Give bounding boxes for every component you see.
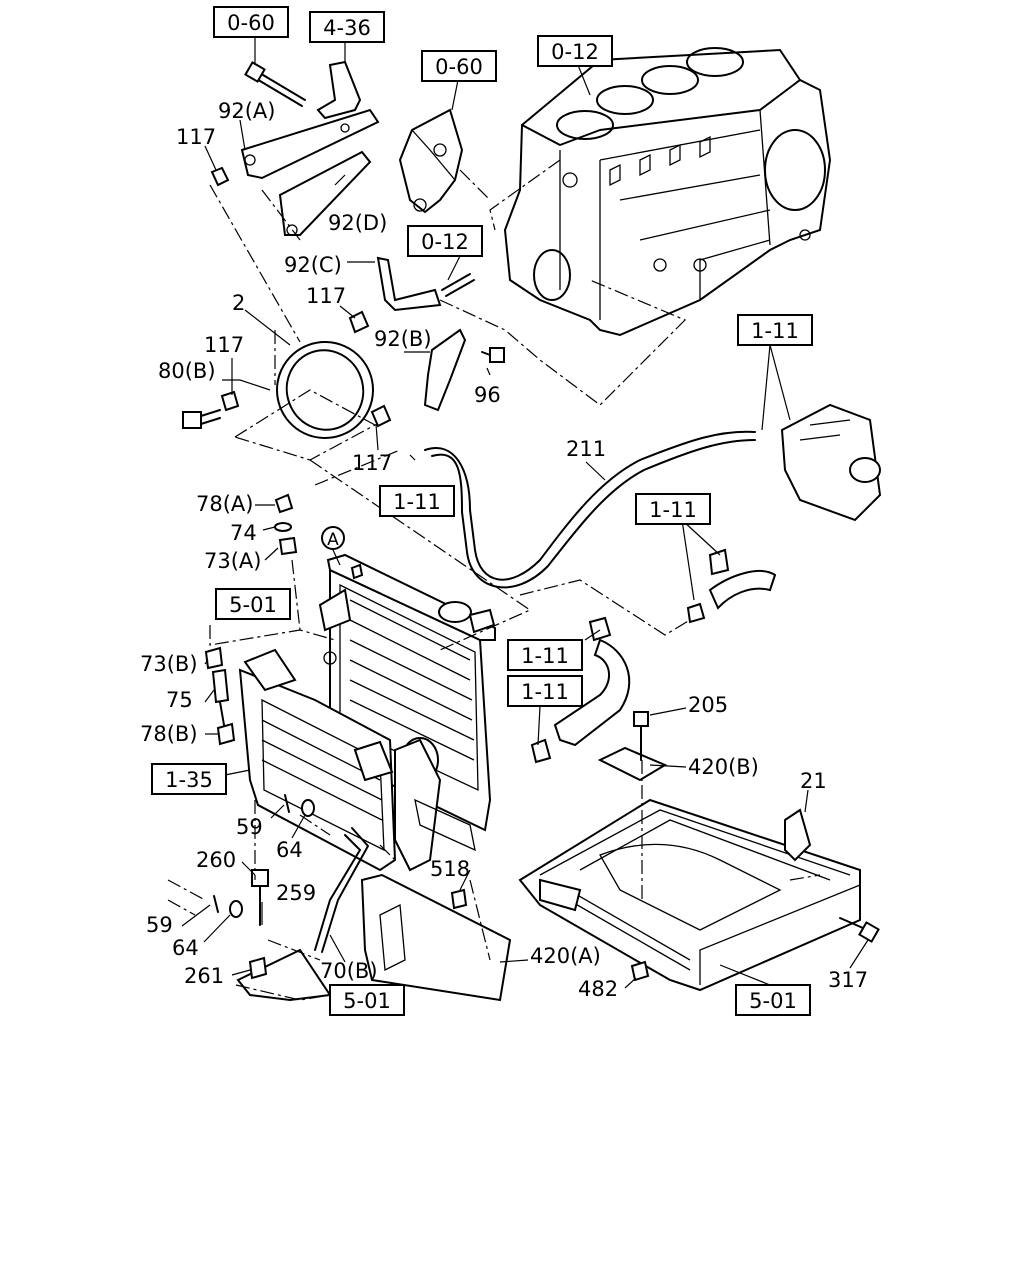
ref-box-1-11-right: 1-11 bbox=[737, 314, 813, 346]
ref-box-5-01-bottom-right: 5-01 bbox=[735, 984, 811, 1016]
ref-box-5-01-bottom-left: 5-01 bbox=[329, 984, 405, 1016]
chassis-frame bbox=[518, 798, 861, 992]
svg-text:5-01: 5-01 bbox=[749, 989, 797, 1013]
reserve-tank bbox=[780, 403, 882, 522]
label-92d: 92(D) bbox=[328, 211, 387, 235]
lower-mount-bracket bbox=[236, 948, 332, 1002]
bracket-92b bbox=[423, 328, 467, 412]
svg-text:1-35: 1-35 bbox=[165, 768, 213, 792]
ref-box-4-36: 4-36 bbox=[309, 11, 385, 43]
label-59b: 59 bbox=[146, 913, 173, 937]
label-420b: 420(B) bbox=[688, 755, 759, 779]
ref-box-0-60-mid: 0-60 bbox=[421, 50, 497, 82]
rubber-grommets bbox=[210, 166, 392, 428]
label-317: 317 bbox=[828, 968, 868, 992]
svg-text:1-11: 1-11 bbox=[751, 319, 799, 343]
plate-420a bbox=[360, 873, 512, 1002]
label-64b: 64 bbox=[172, 936, 199, 960]
label-70b: 70(B) bbox=[320, 959, 378, 983]
engine-mount-bracket bbox=[398, 108, 464, 214]
ref-box-0-60-top: 0-60 bbox=[213, 6, 289, 38]
ref-box-1-11-hose: 1-11 bbox=[635, 493, 711, 525]
label-80b: 80(B) bbox=[158, 359, 216, 383]
bolt-top bbox=[244, 61, 306, 107]
label-211: 211 bbox=[566, 437, 606, 461]
label-78b: 78(B) bbox=[140, 722, 198, 746]
bracket-92d bbox=[278, 150, 372, 236]
sensor-stack-left bbox=[204, 646, 236, 746]
lower-radiator-hose bbox=[530, 616, 631, 764]
label-73b: 73(B) bbox=[140, 652, 198, 676]
label-73a: 73(A) bbox=[204, 549, 261, 573]
small-fasteners bbox=[213, 794, 880, 982]
drain-hose-70b bbox=[314, 827, 369, 953]
label-261: 261 bbox=[184, 964, 224, 988]
bracket-4-36 bbox=[316, 60, 362, 120]
svg-text:1-11: 1-11 bbox=[521, 680, 569, 704]
svg-text:0-60: 0-60 bbox=[227, 11, 275, 35]
bolt-80b bbox=[182, 409, 221, 429]
svg-text:0-60: 0-60 bbox=[435, 55, 483, 79]
svg-text:5-01: 5-01 bbox=[343, 989, 391, 1013]
label-259: 259 bbox=[276, 881, 316, 905]
sensor-stack-top bbox=[274, 493, 298, 556]
svg-text:4-36: 4-36 bbox=[323, 16, 371, 40]
bolt-205 bbox=[633, 711, 649, 761]
label-92c: 92(C) bbox=[284, 253, 342, 277]
label-117c: 117 bbox=[204, 333, 244, 357]
ref-box-5-01-upper: 5-01 bbox=[215, 588, 291, 620]
svg-text:A: A bbox=[327, 530, 339, 550]
ref-box-0-12-mid: 0-12 bbox=[407, 225, 483, 257]
ref-box-0-12-top: 0-12 bbox=[537, 35, 613, 67]
label-92b: 92(B) bbox=[374, 327, 432, 351]
label-420a: 420(A) bbox=[530, 944, 601, 968]
callout-a: A bbox=[321, 526, 345, 550]
leader-lines bbox=[181, 36, 869, 989]
ref-box-1-11-center: 1-11 bbox=[379, 485, 455, 517]
upper-radiator-hose bbox=[686, 548, 777, 624]
engine-block bbox=[503, 47, 832, 337]
label-482: 482 bbox=[578, 977, 618, 1001]
label-74: 74 bbox=[230, 521, 257, 545]
label-92a: 92(A) bbox=[218, 99, 275, 123]
bracket-92a bbox=[240, 108, 380, 180]
svg-text:0-12: 0-12 bbox=[421, 230, 469, 254]
label-117a: 117 bbox=[176, 125, 216, 149]
label-205: 205 bbox=[688, 693, 728, 717]
bracket-92c bbox=[376, 256, 442, 312]
label-96: 96 bbox=[474, 383, 501, 407]
svg-text:1-11: 1-11 bbox=[393, 490, 441, 514]
label-75: 75 bbox=[166, 688, 193, 712]
part-labels: 92(A) 117 92(D) 92(C) 117 2 117 80(B) 92… bbox=[140, 99, 868, 1001]
svg-text:1-11: 1-11 bbox=[521, 644, 569, 668]
svg-text:0-12: 0-12 bbox=[551, 40, 599, 64]
label-59a: 59 bbox=[236, 815, 263, 839]
label-78a: 78(A) bbox=[196, 492, 253, 516]
ref-box-1-11-lower-b: 1-11 bbox=[507, 675, 583, 707]
label-21: 21 bbox=[800, 769, 827, 793]
ref-box-1-11-lower-a: 1-11 bbox=[507, 639, 583, 671]
label-117d: 117 bbox=[352, 451, 392, 475]
ref-box-1-35: 1-35 bbox=[151, 763, 227, 795]
bolt-96 bbox=[481, 347, 505, 363]
label-518: 518 bbox=[430, 857, 470, 881]
label-260: 260 bbox=[196, 848, 236, 872]
label-117b: 117 bbox=[306, 284, 346, 308]
bracket-21 bbox=[784, 808, 812, 862]
label-64a: 64 bbox=[276, 838, 303, 862]
plate-420b bbox=[597, 746, 668, 782]
intercooler-1-35 bbox=[238, 648, 397, 872]
svg-text:1-11: 1-11 bbox=[649, 498, 697, 522]
fan-shroud-ring bbox=[276, 341, 374, 439]
svg-text:5-01: 5-01 bbox=[229, 593, 277, 617]
label-2: 2 bbox=[232, 291, 245, 315]
overflow-hose-211 bbox=[424, 430, 756, 589]
stud-pin bbox=[441, 273, 475, 297]
